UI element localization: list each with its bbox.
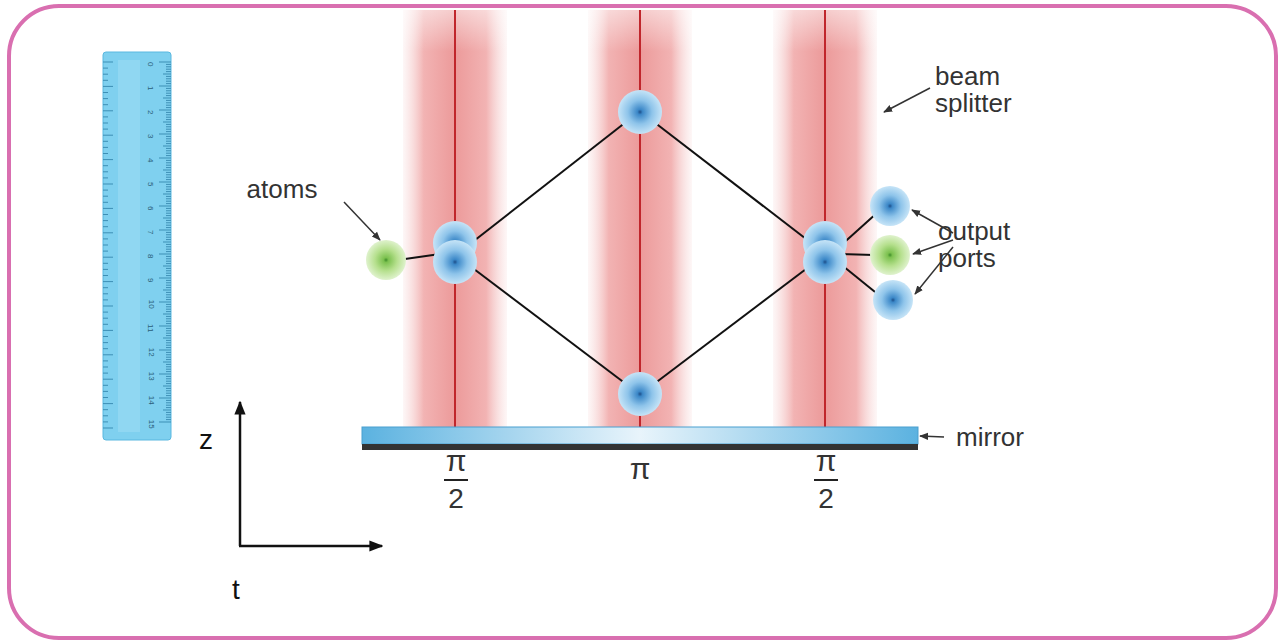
pulse-label: π (630, 453, 651, 485)
ruler-number: 2 (146, 110, 154, 114)
atoms-cloud (366, 90, 913, 416)
pulse-label: 2 (448, 484, 464, 513)
axes (239, 402, 382, 546)
ruler-number: 1 (146, 86, 154, 90)
callout-label: beam splitter (935, 63, 1065, 118)
ruler-number: 11 (146, 324, 154, 332)
ruler-number: 10 (146, 300, 154, 309)
axis-label: z (199, 425, 213, 454)
leader-lines (344, 88, 953, 437)
ruler-number: 4 (146, 158, 154, 162)
ruler (103, 52, 171, 440)
ruler-number: 12 (146, 348, 154, 357)
pulse-label: 2 (818, 484, 834, 513)
pulse-label: π (446, 445, 467, 477)
ruler-number: 6 (146, 206, 154, 210)
ruler-number: 8 (146, 254, 154, 258)
ruler-number: 7 (146, 230, 154, 234)
callout-label: output ports (938, 218, 1068, 273)
axis-label: t (232, 575, 240, 604)
laser-beams (403, 10, 877, 427)
ruler-number: 3 (146, 134, 154, 138)
ruler-number: 0 (146, 62, 154, 66)
callout-label: mirror (956, 424, 1024, 451)
atom-paths (405, 122, 880, 384)
ruler-number: 9 (146, 278, 154, 282)
ruler-number: 13 (146, 372, 154, 381)
ruler-number: 15 (146, 420, 154, 429)
ruler-number: 14 (146, 396, 154, 405)
pulse-label: π (816, 445, 837, 477)
callout-label: atoms (247, 176, 318, 203)
ruler-number: 5 (146, 182, 154, 186)
